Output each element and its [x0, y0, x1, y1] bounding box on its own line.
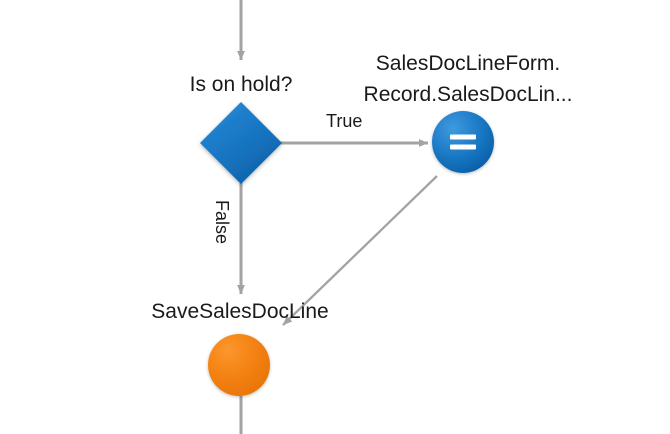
assign-node-label: SalesDocLineForm. Record.SalesDocLin... [348, 48, 588, 110]
edge-label-true: True [326, 111, 363, 131]
save-node-circle[interactable] [208, 334, 270, 396]
assign-node-label-line1: SalesDocLineForm. [375, 52, 561, 75]
save-node-label: SaveSalesDocLine [151, 300, 329, 323]
edge-label-false: False [212, 200, 232, 245]
decision-node-label: Is on hold? [189, 73, 293, 96]
equals-icon [450, 134, 476, 150]
assign-node-label-line2: Record.SalesDocLin... [363, 83, 573, 106]
edge-assign-to-save [282, 175, 438, 326]
assign-node-circle[interactable] [432, 111, 494, 173]
decision-diamond-node[interactable] [200, 102, 282, 184]
